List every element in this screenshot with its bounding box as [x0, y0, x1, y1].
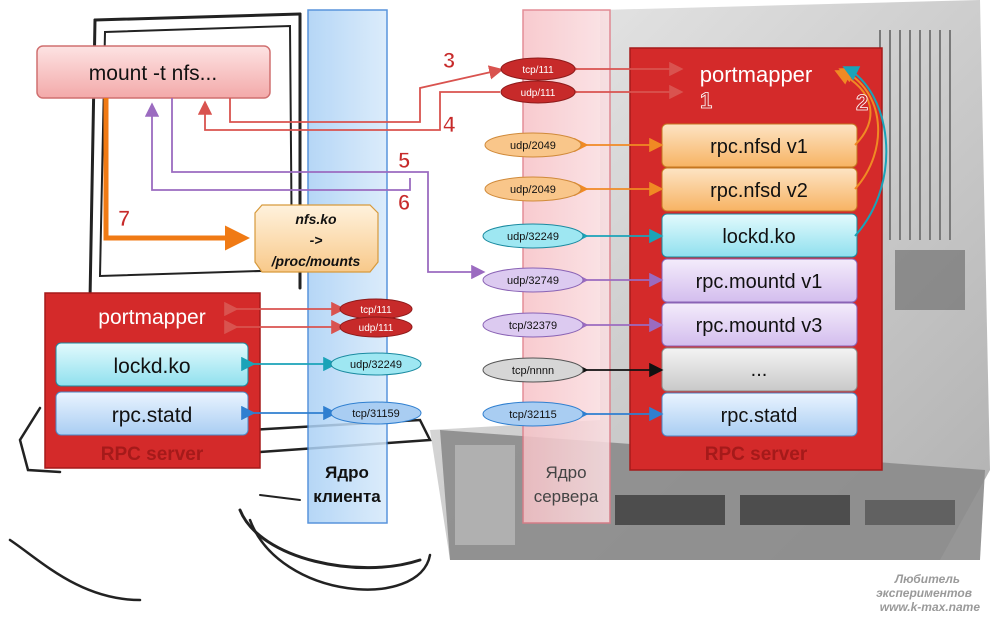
client-port-udp111 — [339, 316, 413, 338]
watermark: Любитель экспериментов www.k-max.name — [876, 572, 980, 614]
client-portmapper-title: portmapper — [98, 306, 205, 329]
nfs-ko-box — [254, 204, 379, 273]
step-numbers: 1 2 3 4 5 6 7 — [118, 48, 869, 232]
server-port-tcp32379-label: tcp/32379 — [509, 320, 557, 332]
mount-command-box — [36, 45, 271, 99]
arrow-step-4 — [197, 91, 500, 131]
step-6: 6 — [398, 190, 410, 215]
server-port-udp2049b-label: udp/2049 — [510, 184, 556, 196]
watermark-line1: Любитель — [894, 572, 960, 586]
server-port-tcp32379 — [482, 312, 584, 338]
server-portmapper-title: portmapper — [700, 62, 813, 87]
server-kernel-label-1: Ядро — [545, 463, 586, 482]
step-5: 5 — [398, 148, 410, 173]
nfs-ko-line1: nfs.ko — [295, 211, 337, 227]
server-port-udp32749 — [482, 267, 584, 293]
server-ports: tcp/111 udp/111 udp/2049 udp/2049 udp/32… — [482, 57, 584, 427]
server-port-udp32249-label: udp/32249 — [507, 231, 559, 243]
arrow-step-3 — [229, 65, 504, 123]
client-port-udp32249-label: udp/32249 — [350, 359, 402, 371]
client-ports: tcp/111 udp/111 udp/32249 tcp/31159 — [330, 298, 422, 425]
client-port-udp111-label: udp/111 — [359, 323, 394, 334]
server-statd-label: rpc.statd — [721, 405, 798, 427]
nfs-ko-line3: /proc/mounts — [271, 253, 361, 269]
step-1: 1 — [700, 88, 712, 113]
arrow-step-2 — [842, 66, 888, 237]
server-port-tcp32115-label: tcp/32115 — [509, 409, 557, 421]
watermark-line2: экспериментов — [876, 586, 972, 600]
server-port-tcp32115 — [482, 401, 584, 427]
arrow-step-7 — [103, 98, 250, 251]
server-kernel-label-2: сервера — [534, 487, 599, 506]
server-port-tcp111-label: tcp/111 — [522, 65, 554, 76]
client-port-tcp31159-label: tcp/31159 — [352, 408, 400, 420]
client-port-udp32249 — [330, 352, 422, 376]
step-4: 4 — [443, 112, 456, 137]
client-port-tcp111-label: tcp/111 — [360, 305, 392, 316]
step-2: 2 — [856, 90, 868, 115]
server-rpc-footer: RPC server — [705, 444, 808, 465]
server-nfsd-v1-label: rpc.nfsd v1 — [710, 136, 808, 158]
server-port-udp111 — [500, 80, 576, 104]
server-nfsd-v2-label: rpc.nfsd v2 — [710, 180, 808, 202]
server-port-tcpnnnn-label: tcp/nnnn — [512, 365, 554, 377]
server-lockd-label: lockd.ko — [722, 226, 795, 248]
server-port-udp32749-label: udp/32749 — [507, 275, 559, 287]
server-mountd-v1-label: rpc.mountd v1 — [696, 271, 823, 293]
server-port-udp2049a — [484, 132, 582, 158]
client-port-tcp31159 — [330, 401, 422, 425]
server-port-tcp111 — [500, 57, 576, 81]
client-kernel-label-1: Ядро — [325, 463, 369, 482]
step-7: 7 — [118, 206, 130, 231]
server-port-udp111-label: udp/111 — [521, 88, 556, 99]
server-other-label: ... — [751, 359, 768, 381]
client-rpc-footer: RPC server — [101, 444, 204, 465]
server-port-udp2049b — [484, 176, 582, 202]
client-statd-label: rpc.statd — [112, 404, 193, 427]
arrows — [103, 61, 888, 422]
arrow-step-5 — [171, 98, 486, 280]
nfs-ko-line2: -> — [310, 232, 323, 248]
client-kernel-label-2: клиента — [313, 487, 381, 506]
server-mountd-v3-label: rpc.mountd v3 — [696, 315, 823, 337]
server-port-udp32249 — [482, 223, 584, 249]
mount-command-label: mount -t nfs... — [89, 62, 217, 85]
watermark-line3: www.k-max.name — [880, 600, 981, 614]
server-port-tcpnnnn — [482, 357, 584, 383]
arrow-step-6 — [144, 102, 411, 191]
server-port-udp2049a-label: udp/2049 — [510, 140, 556, 152]
client-lockd-label: lockd.ko — [113, 355, 190, 378]
step-3: 3 — [443, 48, 455, 73]
